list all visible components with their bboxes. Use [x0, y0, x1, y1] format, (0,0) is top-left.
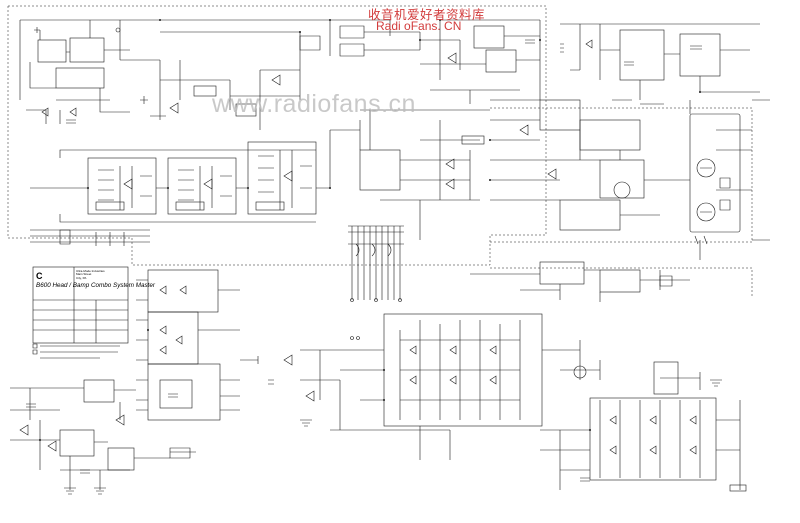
channel-block-3 [247, 141, 317, 215]
relay-connector [348, 225, 404, 302]
watermark-site: Radi oFans. CN [376, 19, 462, 33]
watermark-url: www.radiofans.cn [212, 90, 416, 118]
top-right-stage [420, 19, 541, 104]
bottom-left-stage [10, 379, 196, 495]
title-block-letter: C [36, 271, 43, 281]
tone-stage [140, 60, 301, 130]
bottom-right-stage [540, 361, 747, 492]
speaker-output-jacks [670, 113, 752, 245]
aux-supply-block [560, 23, 760, 100]
watermark-chinese: 收音机爱好者资料库 [368, 7, 486, 22]
center-effects-stage [359, 109, 490, 240]
channel-block-2 [167, 157, 237, 215]
power-amp-block [283, 313, 601, 460]
right-section-boundary [490, 107, 753, 243]
title-block-company: Ultra-Mode Industries Main Street City, … [76, 269, 105, 280]
channel-bus [30, 149, 330, 246]
power-supply-block [136, 269, 274, 421]
mid-right-block [470, 261, 690, 302]
preamp-section-boundary [7, 5, 547, 266]
input-stage [19, 19, 160, 124]
channel-block-1 [87, 157, 157, 215]
title-block [32, 266, 129, 359]
effects-loop-block [490, 99, 670, 231]
power-section-boundary [490, 267, 753, 298]
title-block-title: B600 Head / Bamp Combo System Master [36, 282, 155, 289]
